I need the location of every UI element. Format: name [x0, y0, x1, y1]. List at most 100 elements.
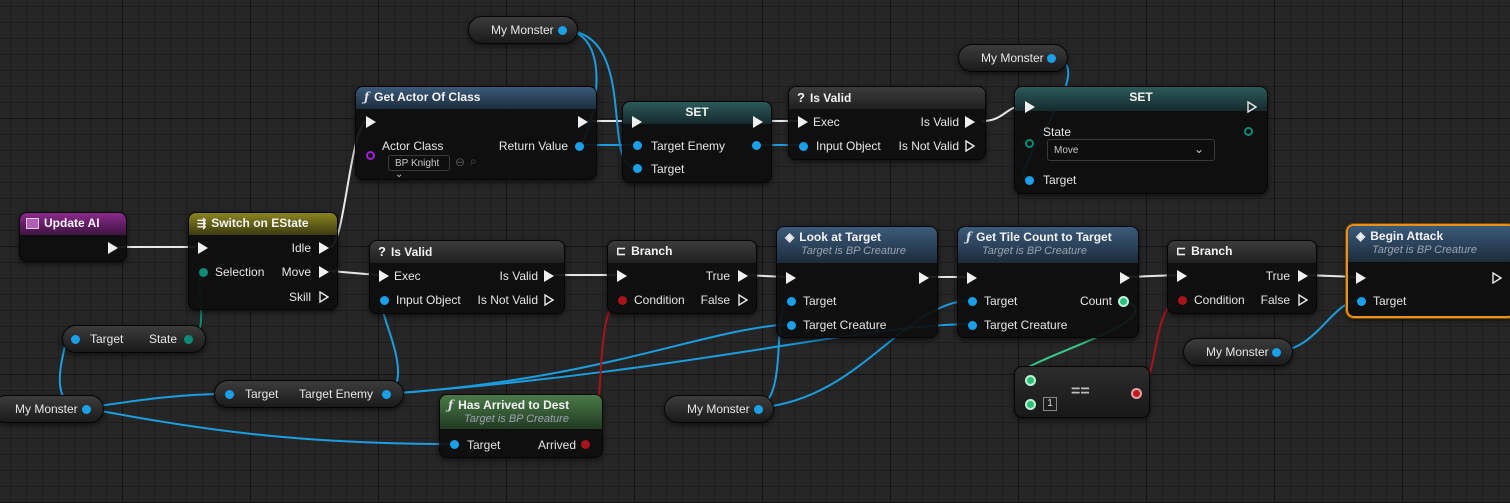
class-dropdown[interactable]: BP Knight ⌄ [388, 155, 450, 180]
output-pin[interactable] [1272, 348, 1281, 357]
target-pin[interactable] [450, 440, 459, 449]
pin-label: Target [467, 438, 501, 452]
switch-on-estate-node[interactable]: ⇶Switch on EState Idle Selection Move Sk… [188, 212, 338, 310]
exec-out-pin[interactable] [1298, 294, 1308, 306]
update-ai-event-node[interactable]: Update AI [19, 212, 127, 262]
input-pin[interactable] [380, 296, 389, 305]
state-dropdown[interactable]: Move⌄ [1047, 139, 1215, 161]
count-pin[interactable] [1118, 296, 1129, 307]
exec-out-pin[interactable] [965, 116, 975, 128]
node-title: Switch on EState [211, 216, 309, 230]
target-pin[interactable] [71, 335, 80, 344]
exec-in-pin[interactable] [198, 242, 208, 254]
exec-out-pin[interactable] [1247, 101, 1257, 113]
output-pin[interactable] [82, 405, 91, 414]
exec-out-pin[interactable] [108, 242, 118, 254]
input-pin[interactable] [633, 141, 642, 150]
target-pin[interactable] [633, 164, 642, 173]
pin-label: Target Creature [803, 318, 887, 332]
exec-in-pin[interactable] [379, 270, 389, 282]
branch-node-1[interactable]: ⊏Branch True Condition False [607, 240, 757, 314]
browse-icon[interactable]: ⊖ [455, 155, 466, 169]
a-input-pin[interactable] [1025, 375, 1036, 386]
is-valid-node-top[interactable]: ?Is Valid Exec Is Valid Input Object Is … [788, 86, 986, 160]
input-pin[interactable] [799, 142, 808, 151]
return-pin[interactable] [575, 142, 584, 151]
b-input-pin[interactable] [1025, 399, 1036, 410]
pin-label: Input Object [396, 293, 461, 307]
my-monster-getter-5[interactable]: My Monster [1183, 338, 1293, 366]
exec-in-pin[interactable] [617, 270, 627, 282]
target-creature-pin[interactable] [787, 321, 796, 330]
branch-node-2[interactable]: ⊏Branch True Condition False [1167, 240, 1317, 314]
output-pin[interactable] [558, 26, 567, 35]
node-title: Has Arrived to Dest [458, 398, 570, 412]
exec-out-pin[interactable] [753, 116, 763, 128]
equals-node[interactable]: 1 == [1014, 366, 1150, 418]
exec-out-pin[interactable] [319, 266, 329, 278]
get-state-node[interactable]: Target State [62, 325, 206, 353]
output-pin[interactable] [1047, 54, 1056, 63]
target-pin[interactable] [225, 390, 234, 399]
is-valid-node-mid[interactable]: ?Is Valid Exec Is Valid Input Object Is … [369, 240, 565, 314]
target-enemy-output-pin[interactable] [382, 390, 391, 399]
my-monster-getter-1[interactable]: My Monster [468, 16, 578, 44]
exec-in-pin[interactable] [1356, 272, 1366, 284]
node-title: Get Actor Of Class [374, 90, 481, 104]
state-input-pin[interactable] [1025, 139, 1034, 148]
exec-out-pin[interactable] [1298, 270, 1308, 282]
int-literal-field[interactable]: 1 [1043, 397, 1057, 411]
exec-out-pin[interactable] [965, 140, 975, 152]
pin-label: Selection [215, 265, 265, 279]
exec-in-pin[interactable] [798, 116, 808, 128]
my-monster-getter-2[interactable]: My Monster [958, 44, 1068, 72]
exec-out-pin[interactable] [1492, 272, 1502, 284]
exec-out-pin[interactable] [544, 270, 554, 282]
output-pin[interactable] [752, 141, 761, 150]
exec-in-pin[interactable] [632, 116, 642, 128]
condition-pin[interactable] [1178, 296, 1187, 305]
result-pin[interactable] [1131, 388, 1142, 399]
my-monster-getter-3[interactable]: My Monster [0, 395, 104, 423]
target-creature-pin[interactable] [968, 321, 977, 330]
exec-out-pin[interactable] [578, 116, 588, 128]
exec-out-pin[interactable] [919, 272, 929, 284]
node-title: Is Valid [809, 90, 852, 105]
target-pin[interactable] [787, 297, 796, 306]
exec-out-pin[interactable] [738, 270, 748, 282]
exec-out-pin[interactable] [319, 291, 329, 303]
selection-pin[interactable] [199, 268, 208, 277]
node-title: Look at Target [799, 230, 882, 244]
pin-label: Target Enemy [298, 387, 373, 401]
output-pin[interactable] [754, 405, 763, 414]
exec-in-pin[interactable] [786, 272, 796, 284]
target-pin[interactable] [1025, 176, 1034, 185]
exec-in-pin[interactable] [366, 116, 376, 128]
set-state-node[interactable]: SET State Move⌄ Target [1014, 86, 1268, 194]
exec-in-pin[interactable] [1025, 101, 1035, 113]
target-pin[interactable] [1357, 297, 1366, 306]
get-target-enemy-node[interactable]: Target Target Enemy [214, 380, 404, 408]
pin-label: Is Valid [499, 269, 538, 283]
state-output-pin[interactable] [1244, 127, 1253, 136]
exec-out-pin[interactable] [544, 294, 554, 306]
exec-in-pin[interactable] [1177, 270, 1187, 282]
my-monster-getter-4[interactable]: My Monster [664, 395, 774, 423]
condition-pin[interactable] [618, 296, 627, 305]
exec-out-pin[interactable] [319, 242, 329, 254]
arrived-output-pin[interactable] [581, 440, 590, 449]
exec-in-pin[interactable] [967, 272, 977, 284]
state-output-pin[interactable] [184, 335, 193, 344]
exec-out-pin[interactable] [738, 294, 748, 306]
exec-out-pin[interactable] [1120, 272, 1130, 284]
set-target-enemy-node[interactable]: SET Target Enemy Target [622, 101, 772, 183]
search-icon[interactable]: ⌕ [470, 154, 477, 168]
class-pin[interactable] [366, 151, 375, 160]
target-pin[interactable] [968, 297, 977, 306]
